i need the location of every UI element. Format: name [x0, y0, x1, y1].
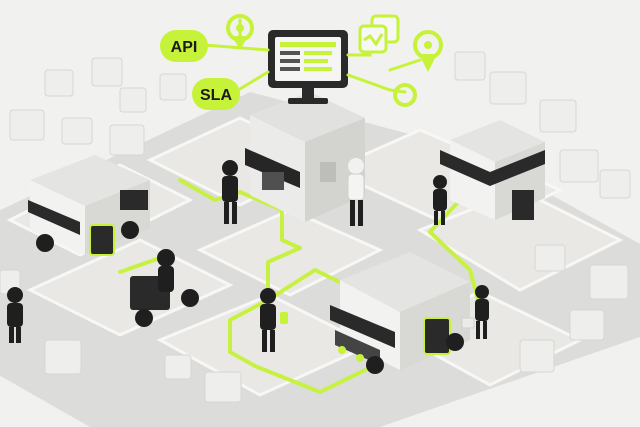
- pickup-kiosk: [440, 120, 545, 220]
- delivery-truck-main: [330, 252, 470, 374]
- qr-code-icon: [423, 317, 451, 355]
- sla-tag: SLA: [192, 78, 240, 110]
- courier-figure: [260, 288, 288, 352]
- courier-figure: [461, 285, 489, 339]
- staff-figure: [347, 158, 365, 226]
- delivery-truck-left: [28, 155, 150, 256]
- courier-figure: [222, 160, 238, 224]
- pedestrian-figure: [7, 287, 23, 343]
- scooter-courier: [130, 249, 199, 327]
- integration-connectors: [203, 18, 422, 94]
- sla-label: SLA: [200, 87, 232, 104]
- document-stack-icon: [358, 14, 400, 54]
- map-pin-icon: [413, 30, 443, 72]
- qr-code-icon: [89, 224, 115, 256]
- route-path-icon: [393, 83, 417, 107]
- api-label: API: [171, 39, 198, 56]
- map-pin-icon: [226, 14, 254, 50]
- customer-figure: [433, 175, 447, 225]
- background-cubes: [0, 51, 631, 403]
- api-tag: API: [160, 30, 208, 62]
- fulfillment-center-building: [245, 92, 365, 222]
- monitor-dashboard-icon: [268, 30, 348, 104]
